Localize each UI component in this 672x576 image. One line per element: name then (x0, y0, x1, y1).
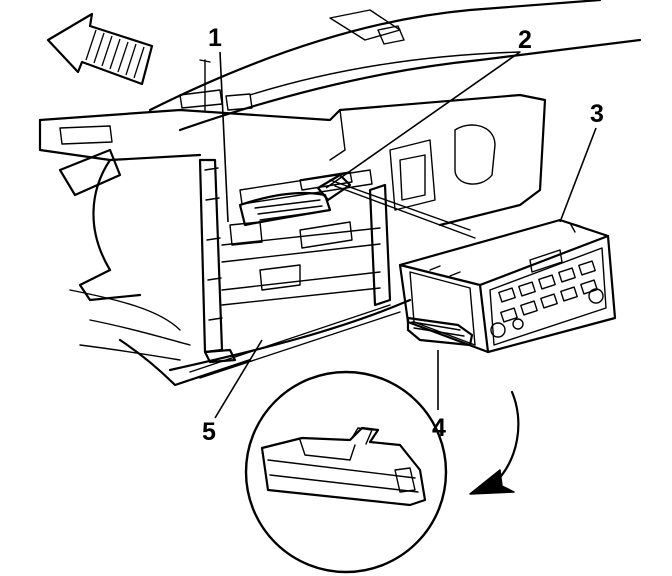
leader-3 (559, 127, 597, 223)
callout-1: 1 (208, 24, 222, 52)
retaining-clip (406, 316, 474, 347)
leader-2 (325, 51, 521, 189)
clip-detail-view (244, 370, 448, 574)
forward-arrow-icon (46, 12, 154, 86)
callout-4: 4 (432, 414, 446, 442)
callout-3: 3 (590, 100, 604, 128)
harness-connector (316, 173, 476, 239)
instrument-panel (38, 0, 642, 387)
leader-lines (214, 51, 597, 419)
callout-2: 2 (518, 26, 532, 54)
detail-arrow-icon (469, 390, 520, 495)
radio-receiver (398, 218, 617, 354)
callout-5: 5 (202, 418, 216, 446)
leader-5 (214, 339, 263, 419)
leader-1 (219, 51, 229, 223)
